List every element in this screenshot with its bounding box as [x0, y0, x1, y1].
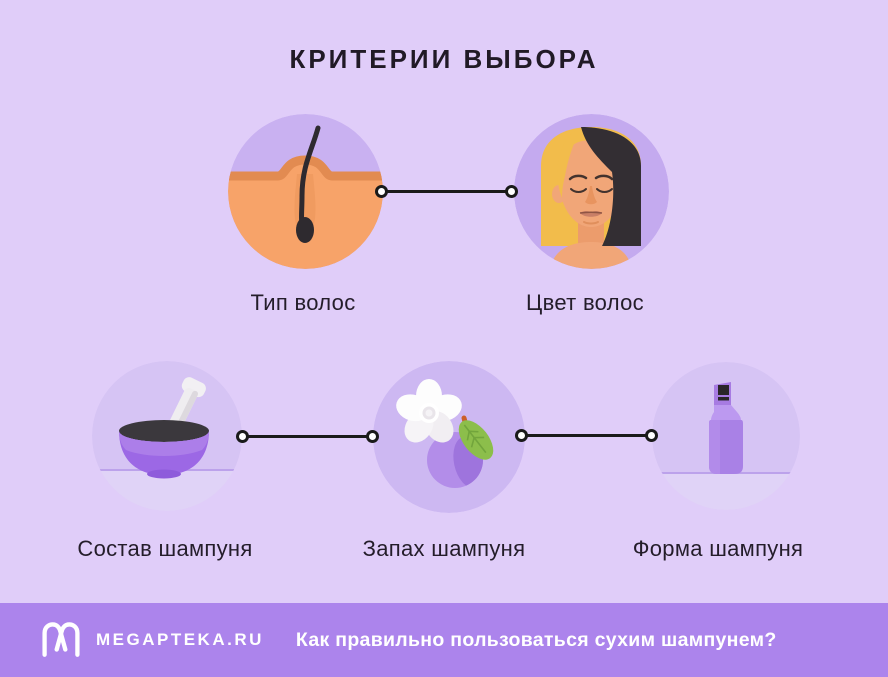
connector-line	[521, 434, 651, 437]
spray-bottle-icon	[652, 362, 800, 510]
criterion-label-scent: Запах шампуня	[362, 536, 526, 561]
connector-ring	[644, 428, 658, 442]
criterion-label-hair-color: Цвет волос	[526, 290, 644, 315]
flower-petals	[396, 379, 462, 443]
connector-ring	[504, 184, 518, 198]
page-title: КРИТЕРИИ ВЫБОРА	[289, 44, 599, 74]
footer-question-text: Как правильно пользоваться сухим шампуне…	[295, 628, 777, 651]
criterion-label-form: Форма шампуня	[632, 536, 804, 561]
criterion-circle-form	[652, 362, 800, 510]
hair-color-face-icon	[514, 114, 669, 269]
criterion-circle-scent	[373, 361, 525, 513]
connector-ring	[514, 428, 528, 442]
flower-plum-scent-icon	[373, 361, 525, 513]
connector-line	[242, 435, 372, 438]
connector-line	[381, 190, 511, 193]
hair-follicle-icon	[228, 114, 383, 269]
criterion-circle-hair-type	[228, 114, 383, 269]
footer-bar: MEGAPTEKA.RU Как правильно пользоваться …	[0, 603, 888, 677]
footer-brand-text: MEGAPTEKA.RU	[96, 630, 264, 649]
criterion-label-composition: Состав шампуня	[77, 536, 253, 561]
mortar-pestle-icon	[92, 361, 242, 511]
megapteka-m-logo-icon	[42, 622, 80, 657]
connector-ring	[235, 429, 249, 443]
criterion-circle-hair-color	[514, 114, 669, 269]
criterion-label-hair-type: Тип волос	[250, 290, 356, 315]
connector-ring	[365, 429, 379, 443]
criterion-circle-composition	[92, 361, 242, 511]
connector-ring	[374, 184, 388, 198]
